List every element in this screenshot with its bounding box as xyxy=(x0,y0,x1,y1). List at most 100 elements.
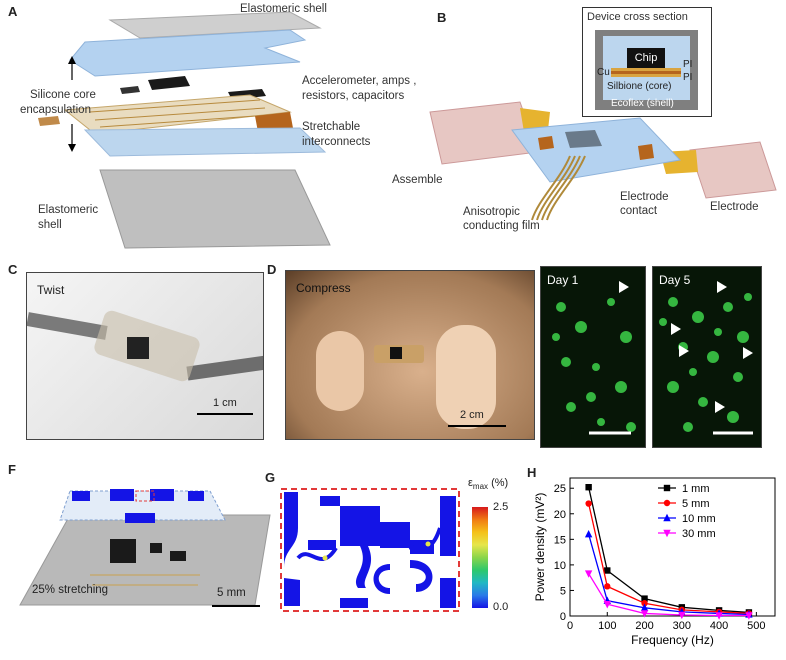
right-electrode-mesh xyxy=(689,141,777,199)
data-point xyxy=(584,530,593,538)
label-silbione: Silbione (core) xyxy=(607,81,672,92)
cu-layer xyxy=(611,71,681,74)
label-contact-1: Electrode xyxy=(620,191,669,203)
pi-layer-bottom xyxy=(611,74,681,77)
y-tick-label: 5 xyxy=(560,585,566,597)
day5-label: Day 5 xyxy=(659,273,691,287)
arrow-down-head xyxy=(68,144,76,152)
label-acf-2: conducting film xyxy=(463,220,540,232)
label-components-1: Accelerometer, amps , xyxy=(302,75,417,87)
legend-label: 10 mm xyxy=(682,513,716,525)
device-pad-right xyxy=(638,144,654,160)
right-thumb xyxy=(436,325,496,429)
left-contact-pad xyxy=(38,116,60,126)
label-bottom-shell-1: Elastomeric xyxy=(38,204,99,216)
compress-title: Compress xyxy=(296,281,351,295)
x-tick-label: 100 xyxy=(598,620,616,632)
cross-section-inset: Device cross section Chip Cu PI PI Silbi… xyxy=(582,7,712,117)
arrow-markers xyxy=(671,281,753,413)
x-tick-label: 0 xyxy=(567,620,573,632)
inset-title: Device cross section xyxy=(587,11,688,23)
label-assemble: Assemble xyxy=(392,174,443,186)
x-tick-label: 200 xyxy=(635,620,653,632)
right-contact-pad xyxy=(255,112,293,132)
series-line xyxy=(588,534,749,616)
stretching-fea-3d xyxy=(19,489,271,607)
chip-block: Chip xyxy=(627,48,665,68)
top-encapsulation-layer xyxy=(69,29,307,77)
y-tick-label: 0 xyxy=(560,611,566,623)
colorbar-title: εmax (%) xyxy=(468,477,508,491)
top-shell-layer xyxy=(108,11,322,39)
label-components-2: resistors, capacitors xyxy=(302,90,405,102)
label-cu: Cu xyxy=(597,67,610,78)
label-interconnects-1: Stretchable xyxy=(302,121,361,133)
arrow-marker-icon xyxy=(619,281,629,293)
legend-label: 1 mm xyxy=(682,483,710,495)
compress-scalebar xyxy=(448,425,506,427)
twist-chip xyxy=(127,337,149,359)
bottom-core-layer xyxy=(83,127,327,157)
series-line xyxy=(588,487,749,614)
y-tick-label: 25 xyxy=(554,483,566,495)
y-axis-label: Power density (mV²) xyxy=(533,493,547,602)
label-pi-top: PI xyxy=(683,59,693,70)
colorbar-title-symbol: ε xyxy=(468,477,473,489)
twist-scalebar xyxy=(197,413,253,415)
label-electrode: Electrode xyxy=(710,201,759,213)
panel-h-label: H xyxy=(527,465,537,480)
data-point xyxy=(641,600,648,607)
compress-photo: Compress 2 cm xyxy=(285,270,535,440)
data-point xyxy=(745,612,753,620)
tweezer-left xyxy=(27,312,108,340)
legend-label: 30 mm xyxy=(682,528,716,540)
data-point xyxy=(641,595,648,602)
legend-label: 5 mm xyxy=(682,498,710,510)
pi-layer-top xyxy=(611,68,681,71)
label-top-shell: Elastomeric shell xyxy=(240,3,327,15)
y-tick-label: 15 xyxy=(554,534,566,546)
twist-photo: Twist 1 cm xyxy=(26,272,264,440)
twist-scale-text: 1 cm xyxy=(213,397,237,409)
panel-g-label: G xyxy=(265,470,276,485)
label-pi-bottom: PI xyxy=(683,72,693,83)
label-encapsulation: encapsulation xyxy=(20,104,91,116)
device-body xyxy=(511,117,682,183)
series-line xyxy=(588,573,749,617)
bottom-shell-layer xyxy=(99,169,331,249)
data-point xyxy=(715,612,723,620)
chip-accelerometer xyxy=(148,76,190,90)
stretch-label: 25% stretching xyxy=(32,584,109,596)
data-point xyxy=(584,570,593,578)
y-tick-label: 20 xyxy=(554,509,566,521)
tweezer-right xyxy=(186,355,263,381)
stretch-scale-text: 5 mm xyxy=(217,587,246,599)
label-interconnects-2: interconnects xyxy=(302,136,371,148)
legend-marker xyxy=(663,529,671,538)
chip-resistor xyxy=(120,86,140,94)
x-tick-label: 500 xyxy=(747,620,765,632)
panel-f-label: F xyxy=(8,462,16,477)
panel-b-label: B xyxy=(437,10,447,25)
compress-chip xyxy=(390,347,402,359)
compress-scale-text: 2 cm xyxy=(460,409,484,421)
cells-day1-dots xyxy=(552,281,636,435)
exploded-view-illustration xyxy=(38,11,331,249)
strain-map xyxy=(280,488,460,612)
data-point xyxy=(585,484,592,491)
fea-blue-overlay xyxy=(59,490,226,521)
zoom-box xyxy=(135,490,155,502)
panel-a-label: A xyxy=(8,4,18,19)
series-line xyxy=(588,503,749,615)
colorbar-title-unit: (%) xyxy=(491,477,509,489)
data-point xyxy=(603,601,611,609)
acf-ribbon xyxy=(531,155,586,221)
cells-day1-image: Day 1 xyxy=(540,266,646,448)
cells-day5-image: Day 5 xyxy=(652,266,762,448)
cells-day5-dots xyxy=(659,281,753,435)
panel-c-label: C xyxy=(8,262,18,277)
colorbar-max: 2.5 xyxy=(493,501,509,513)
left-connector xyxy=(520,108,550,132)
legend-marker xyxy=(663,499,671,507)
